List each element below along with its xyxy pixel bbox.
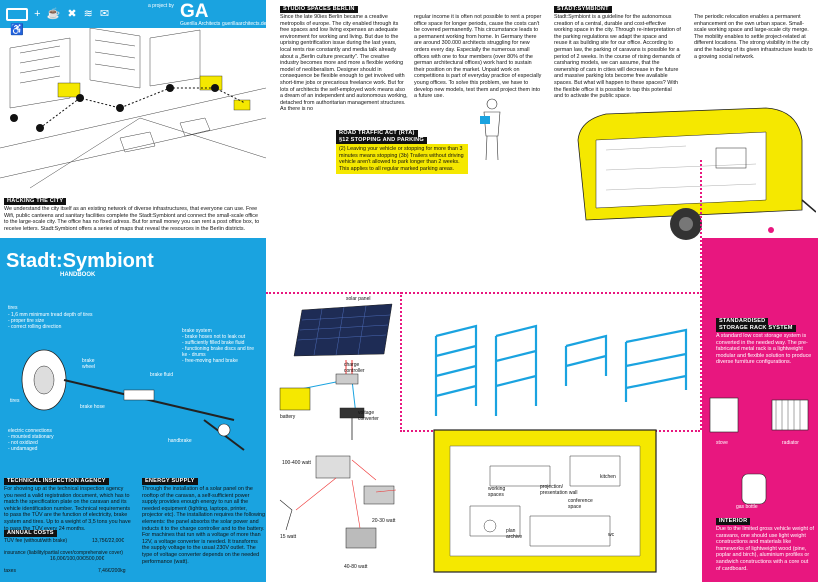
- label-watt-100-400: 100-400 watt: [282, 460, 311, 466]
- label-gas-bottle: gas bottle: [736, 504, 758, 510]
- interior-title: INTERIOR: [716, 518, 751, 525]
- rta-body: (2) Leaving your vehicle or stopping for…: [336, 144, 468, 175]
- appliances-illustration: [709, 397, 809, 505]
- cost-row-2-value: 16,00€/100,00€/500,00€: [50, 556, 105, 562]
- label-stove: stove: [716, 440, 728, 446]
- label-watt-15: 15 watt: [280, 534, 297, 540]
- label-conference: conference space: [568, 498, 593, 510]
- utensils-icon: ✖: [67, 8, 77, 20]
- person-illustration: [480, 98, 501, 161]
- project-by-label: a project by: [148, 3, 174, 9]
- label-watt-40-80: 40-80 watt: [344, 564, 368, 570]
- label-brake-fluid: brake fluid: [150, 372, 174, 378]
- storage-title-2: STORAGE RACK SYSTEM: [716, 325, 796, 332]
- label-working-spaces: working spaces: [488, 486, 506, 498]
- brake-title: brake system: [182, 328, 212, 334]
- electric-item-1: - mounted stationary: [8, 434, 54, 440]
- label-brake-hose: brake hose: [80, 404, 105, 410]
- wifi-icon: ≋: [83, 8, 93, 20]
- brake-item-2: - sufficiently filled brake fluid: [182, 340, 245, 346]
- storage-title-1: STANDARDISED: [716, 318, 769, 325]
- hacking-body: We understand the city itself as an exis…: [4, 206, 260, 232]
- relocation-body: The periodic relocation enables a perman…: [694, 14, 813, 60]
- storage-body: A standard low cost storage system is co…: [716, 333, 812, 366]
- tires-title: tires: [8, 305, 18, 311]
- label-solar-panel: solar panel: [346, 296, 371, 302]
- tires-item-2: - proper tire size: [8, 318, 45, 324]
- brake-item-5: - free-moving hand brake: [182, 358, 238, 364]
- brake-item-4: ke - drums: [182, 352, 206, 358]
- stadt-body: Stadt:Symbiont is a guideline for the au…: [554, 14, 681, 100]
- studio-title: STUDIO SPACES BERLIN: [280, 6, 358, 13]
- cost-row-1-value: 13,75€/22,00€: [92, 538, 124, 544]
- electric-item-2: - not oxidized: [8, 440, 38, 446]
- label-tires: tires: [10, 398, 20, 404]
- ga-logo: GA: [180, 1, 209, 22]
- ga-subtitle: Guerilla Architects: [180, 21, 221, 27]
- costs-title: ANNUAL COSTS: [4, 530, 57, 537]
- label-handbrake: handbrake: [168, 438, 192, 444]
- ga-url: guerillaarchitects.de: [222, 21, 267, 27]
- label-voltage-converter: voltage converter: [358, 410, 379, 422]
- handbook-title: Stadt:Symbiont: [6, 250, 154, 272]
- connector-right: [700, 160, 702, 430]
- hacking-title: HACKING THE CITY: [4, 198, 67, 205]
- caravan-icon: [6, 7, 28, 21]
- storage-racks-illustration: [434, 324, 688, 416]
- axle-illustration: [21, 349, 245, 451]
- label-projection: projection/ presentation wall: [540, 484, 578, 496]
- connector-top: [266, 292, 702, 294]
- label-plan-archive: plan archive: [506, 528, 523, 540]
- label-watt-20-30: 20-30 watt: [372, 518, 396, 524]
- floor-plan: [433, 429, 657, 573]
- kettle-icon: ☕: [46, 8, 61, 20]
- brake-item-1: - brake hoses not to leak out: [182, 334, 246, 340]
- interior-body: Due to the limited gross vehicle weight …: [716, 526, 814, 572]
- label-radiator: radiator: [782, 440, 799, 446]
- energy-title: ENERGY SUPPLY: [142, 478, 198, 485]
- solar-panel-illustration: [293, 303, 393, 357]
- inspection-body: For showing up at the technical inspecti…: [4, 486, 131, 532]
- connector-vert: [400, 292, 402, 432]
- label-charge-controller: charge controller: [344, 362, 365, 374]
- studio-col1: Since the late 90ies Berlin became a cre…: [280, 14, 408, 113]
- tires-item-1: - 1,6 mm minimum tread depth of tires: [8, 312, 93, 318]
- handbook-subtitle: HANDBOOK: [60, 272, 96, 278]
- power-wiring: [279, 360, 365, 440]
- rta-title-2: §12 STOPPING AND PARKING: [336, 137, 427, 144]
- caravan-illustration: [577, 107, 816, 240]
- label-wc: wc: [608, 532, 615, 538]
- devices-illustration: [279, 455, 397, 549]
- rta-title-1: ROAD TRAFFIC ACT (RTA): [336, 130, 418, 137]
- electric-item-3: - undamaged: [8, 446, 38, 452]
- cost-row-3-value: 7,46€/200kg: [98, 568, 126, 574]
- icon-strip: + ☕ ✖ ≋ ✉ ♿: [6, 6, 126, 36]
- label-battery: battery: [280, 414, 296, 420]
- electric-title: electric connections: [8, 428, 52, 434]
- label-brake-wheel: brake wheel: [82, 358, 96, 370]
- cost-row-1-label: TÜV fee (without/with brake): [4, 538, 68, 544]
- city-illustration: [0, 28, 266, 189]
- cost-row-2-label: insurance (liability/partial cover/compr…: [4, 550, 123, 556]
- studio-col2: regular income it is often not possible …: [414, 14, 542, 100]
- header-bar: + ☕ ✖ ≋ ✉ ♿ a project by GA Guerilla Arc…: [0, 0, 267, 36]
- stadt-title: STADT:SYMBIONT: [554, 6, 612, 13]
- label-kitchen: kitchen: [600, 474, 616, 480]
- cost-row-3-label: taxes: [4, 568, 16, 574]
- inspection-title: TECHNICAL INSPECTION AGENCY: [4, 478, 109, 485]
- mail-icon: ✉: [99, 8, 110, 20]
- energy-body: Through the installation of a solar pane…: [142, 486, 266, 565]
- toilet-icon: ♿: [10, 24, 24, 36]
- tires-item-3: - correct rolling direction: [8, 324, 62, 330]
- plus-icon: +: [34, 8, 41, 20]
- brake-item-3: - functioning brake discs and tire: [182, 346, 254, 352]
